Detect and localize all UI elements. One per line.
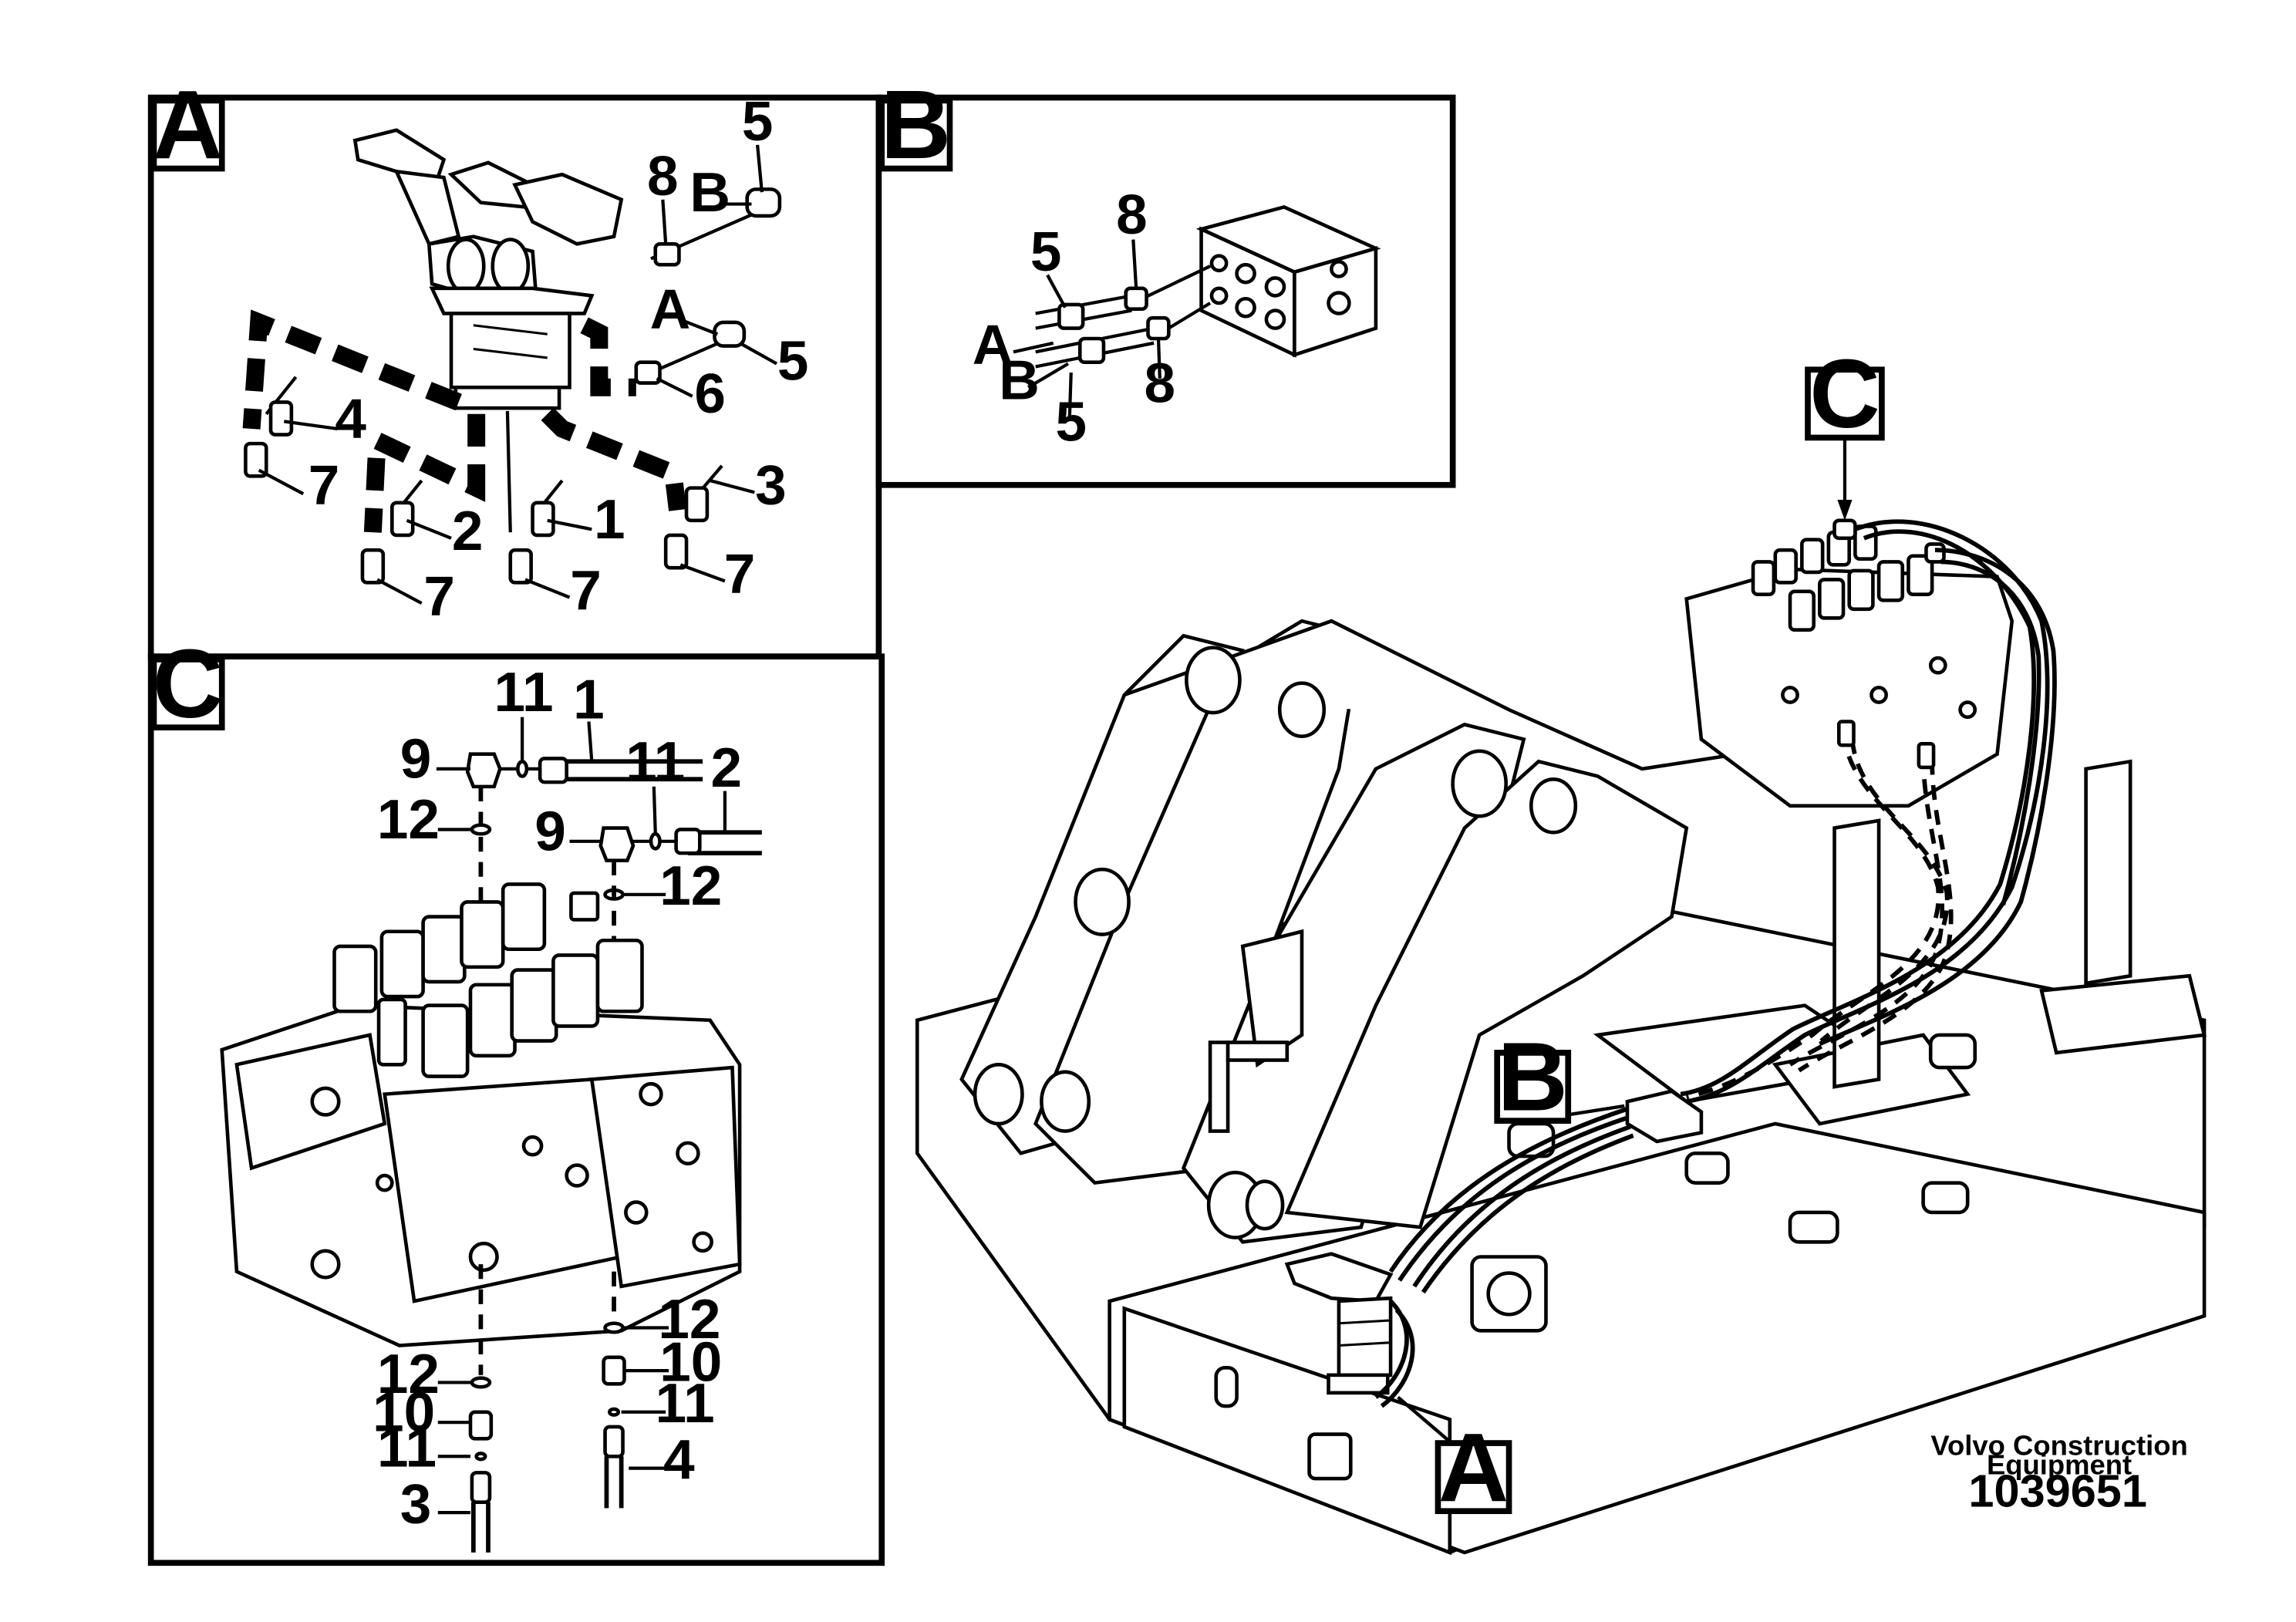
callout-5: 5 (777, 330, 809, 393)
callout-12: 12 (377, 1343, 440, 1405)
callout-5: 5 (1030, 221, 1062, 283)
callout-10: 10 (373, 1381, 435, 1444)
callout-12: 12 (659, 855, 722, 917)
machine-frame-view: C B A (915, 339, 2207, 1556)
callout-1: 1 (594, 488, 625, 551)
panel-b-badge (878, 97, 953, 172)
callout-8: 8 (1116, 184, 1148, 246)
drawing-number: 1039651 (1968, 1465, 2146, 1516)
callout-7: 7 (570, 559, 602, 622)
callout-9: 9 (400, 727, 432, 790)
manifold-block (1195, 204, 1381, 358)
callout-5: 5 (1055, 390, 1087, 453)
callout-1: 1 (573, 669, 605, 731)
callout-4: 4 (335, 387, 366, 450)
control-valve-illustration (220, 882, 742, 1347)
callout-11: 11 (494, 661, 554, 723)
panel-a-badge (150, 97, 225, 172)
callout-11: 11 (656, 1372, 715, 1435)
company-line-1: Volvo Construction (1930, 1429, 2187, 1461)
callout-3: 3 (400, 1473, 432, 1536)
callout-4: 4 (663, 1428, 695, 1491)
pilot-valve-on-frame (1284, 1252, 1394, 1395)
callout-7: 7 (724, 543, 756, 605)
footer: Volvo Construction Equipment 1039651 (1930, 1429, 2187, 1516)
main-view-a-label: A (1438, 1412, 1509, 1522)
callout-2: 2 (452, 500, 484, 562)
main-view-a-badge (1435, 1440, 1512, 1515)
panel-c: C (147, 629, 885, 1566)
callout-8: 8 (1145, 352, 1176, 414)
callout-5: 5 (742, 90, 774, 153)
callout-12: 12 (658, 1288, 720, 1351)
callout-11: 11 (377, 1417, 437, 1479)
panel-b-label: B (881, 69, 951, 179)
main-view-c-badge (1805, 366, 1885, 441)
port-b-label: B (999, 349, 1040, 412)
main-view-c-label: C (1809, 339, 1880, 448)
callout-7: 7 (308, 454, 340, 517)
panel-b: B 8 5 A (875, 69, 1456, 488)
company-line-2: Equipment (1987, 1448, 2132, 1480)
panel-c-badge (150, 656, 225, 731)
panel-a-label: A (153, 69, 223, 179)
callout-8: 8 (647, 145, 679, 207)
main-view-b-badge (1494, 1050, 1572, 1124)
pilot-valve-illustration (352, 128, 624, 410)
port-a-label: A (650, 278, 691, 341)
callout-10: 10 (659, 1331, 722, 1394)
callout-2: 2 (711, 737, 743, 799)
port-b-label: B (689, 161, 730, 224)
panel-c-label: C (153, 629, 223, 738)
callout-7: 7 (423, 565, 455, 628)
callout-3: 3 (755, 454, 787, 517)
main-view-b-label: B (1498, 1022, 1568, 1131)
callout-12: 12 (377, 788, 440, 851)
callout-11: 11 (625, 730, 685, 793)
callout-9: 9 (534, 800, 566, 862)
fitting-group-a (244, 187, 782, 585)
port-a-label: A (973, 314, 1013, 376)
panel-a: A (147, 69, 882, 660)
callout-6: 6 (694, 363, 726, 425)
